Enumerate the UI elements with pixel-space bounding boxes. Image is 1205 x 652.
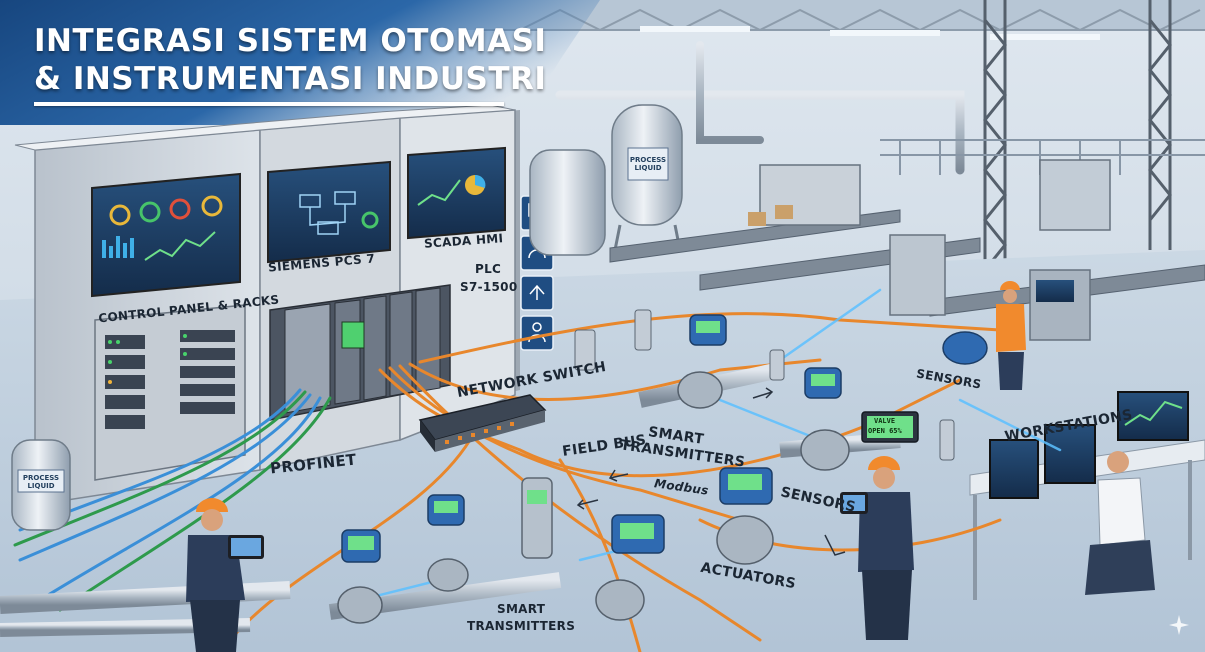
tank-label: PROCESS LIQUID bbox=[629, 156, 667, 172]
label-plc: PLC bbox=[475, 262, 502, 276]
title-underline bbox=[34, 102, 504, 106]
label-plc-model: S7-1500 bbox=[460, 280, 518, 294]
title-block: INTEGRASI SISTEM OTOMASI & INSTRUMENTASI… bbox=[34, 22, 554, 106]
valve-display-line-2: OPEN 65% bbox=[868, 427, 902, 435]
cables bbox=[13, 288, 1062, 652]
field-instruments bbox=[0, 309, 955, 637]
valve-display-line-1: VALVE bbox=[874, 417, 896, 425]
control-panel-cabinet bbox=[14, 104, 520, 506]
title-line-2: & INSTRUMENTASI INDUSTRI bbox=[34, 61, 547, 97]
title-line-1: INTEGRASI SISTEM OTOMASI bbox=[34, 23, 547, 59]
workers bbox=[186, 281, 1026, 652]
network-switch bbox=[418, 394, 547, 452]
workstations bbox=[969, 391, 1205, 600]
process-liquid-tank bbox=[529, 104, 683, 256]
label-smart-transmitters-bottom-2: TRANSMITTERS bbox=[467, 619, 576, 633]
plc-rack bbox=[269, 284, 451, 421]
label-smart-transmitters-bottom-1: SMART bbox=[497, 602, 546, 616]
bottle-label: PROCESS LIQUID bbox=[22, 474, 60, 490]
sparkle-icon bbox=[1169, 615, 1189, 635]
conveyors bbox=[609, 159, 1205, 365]
